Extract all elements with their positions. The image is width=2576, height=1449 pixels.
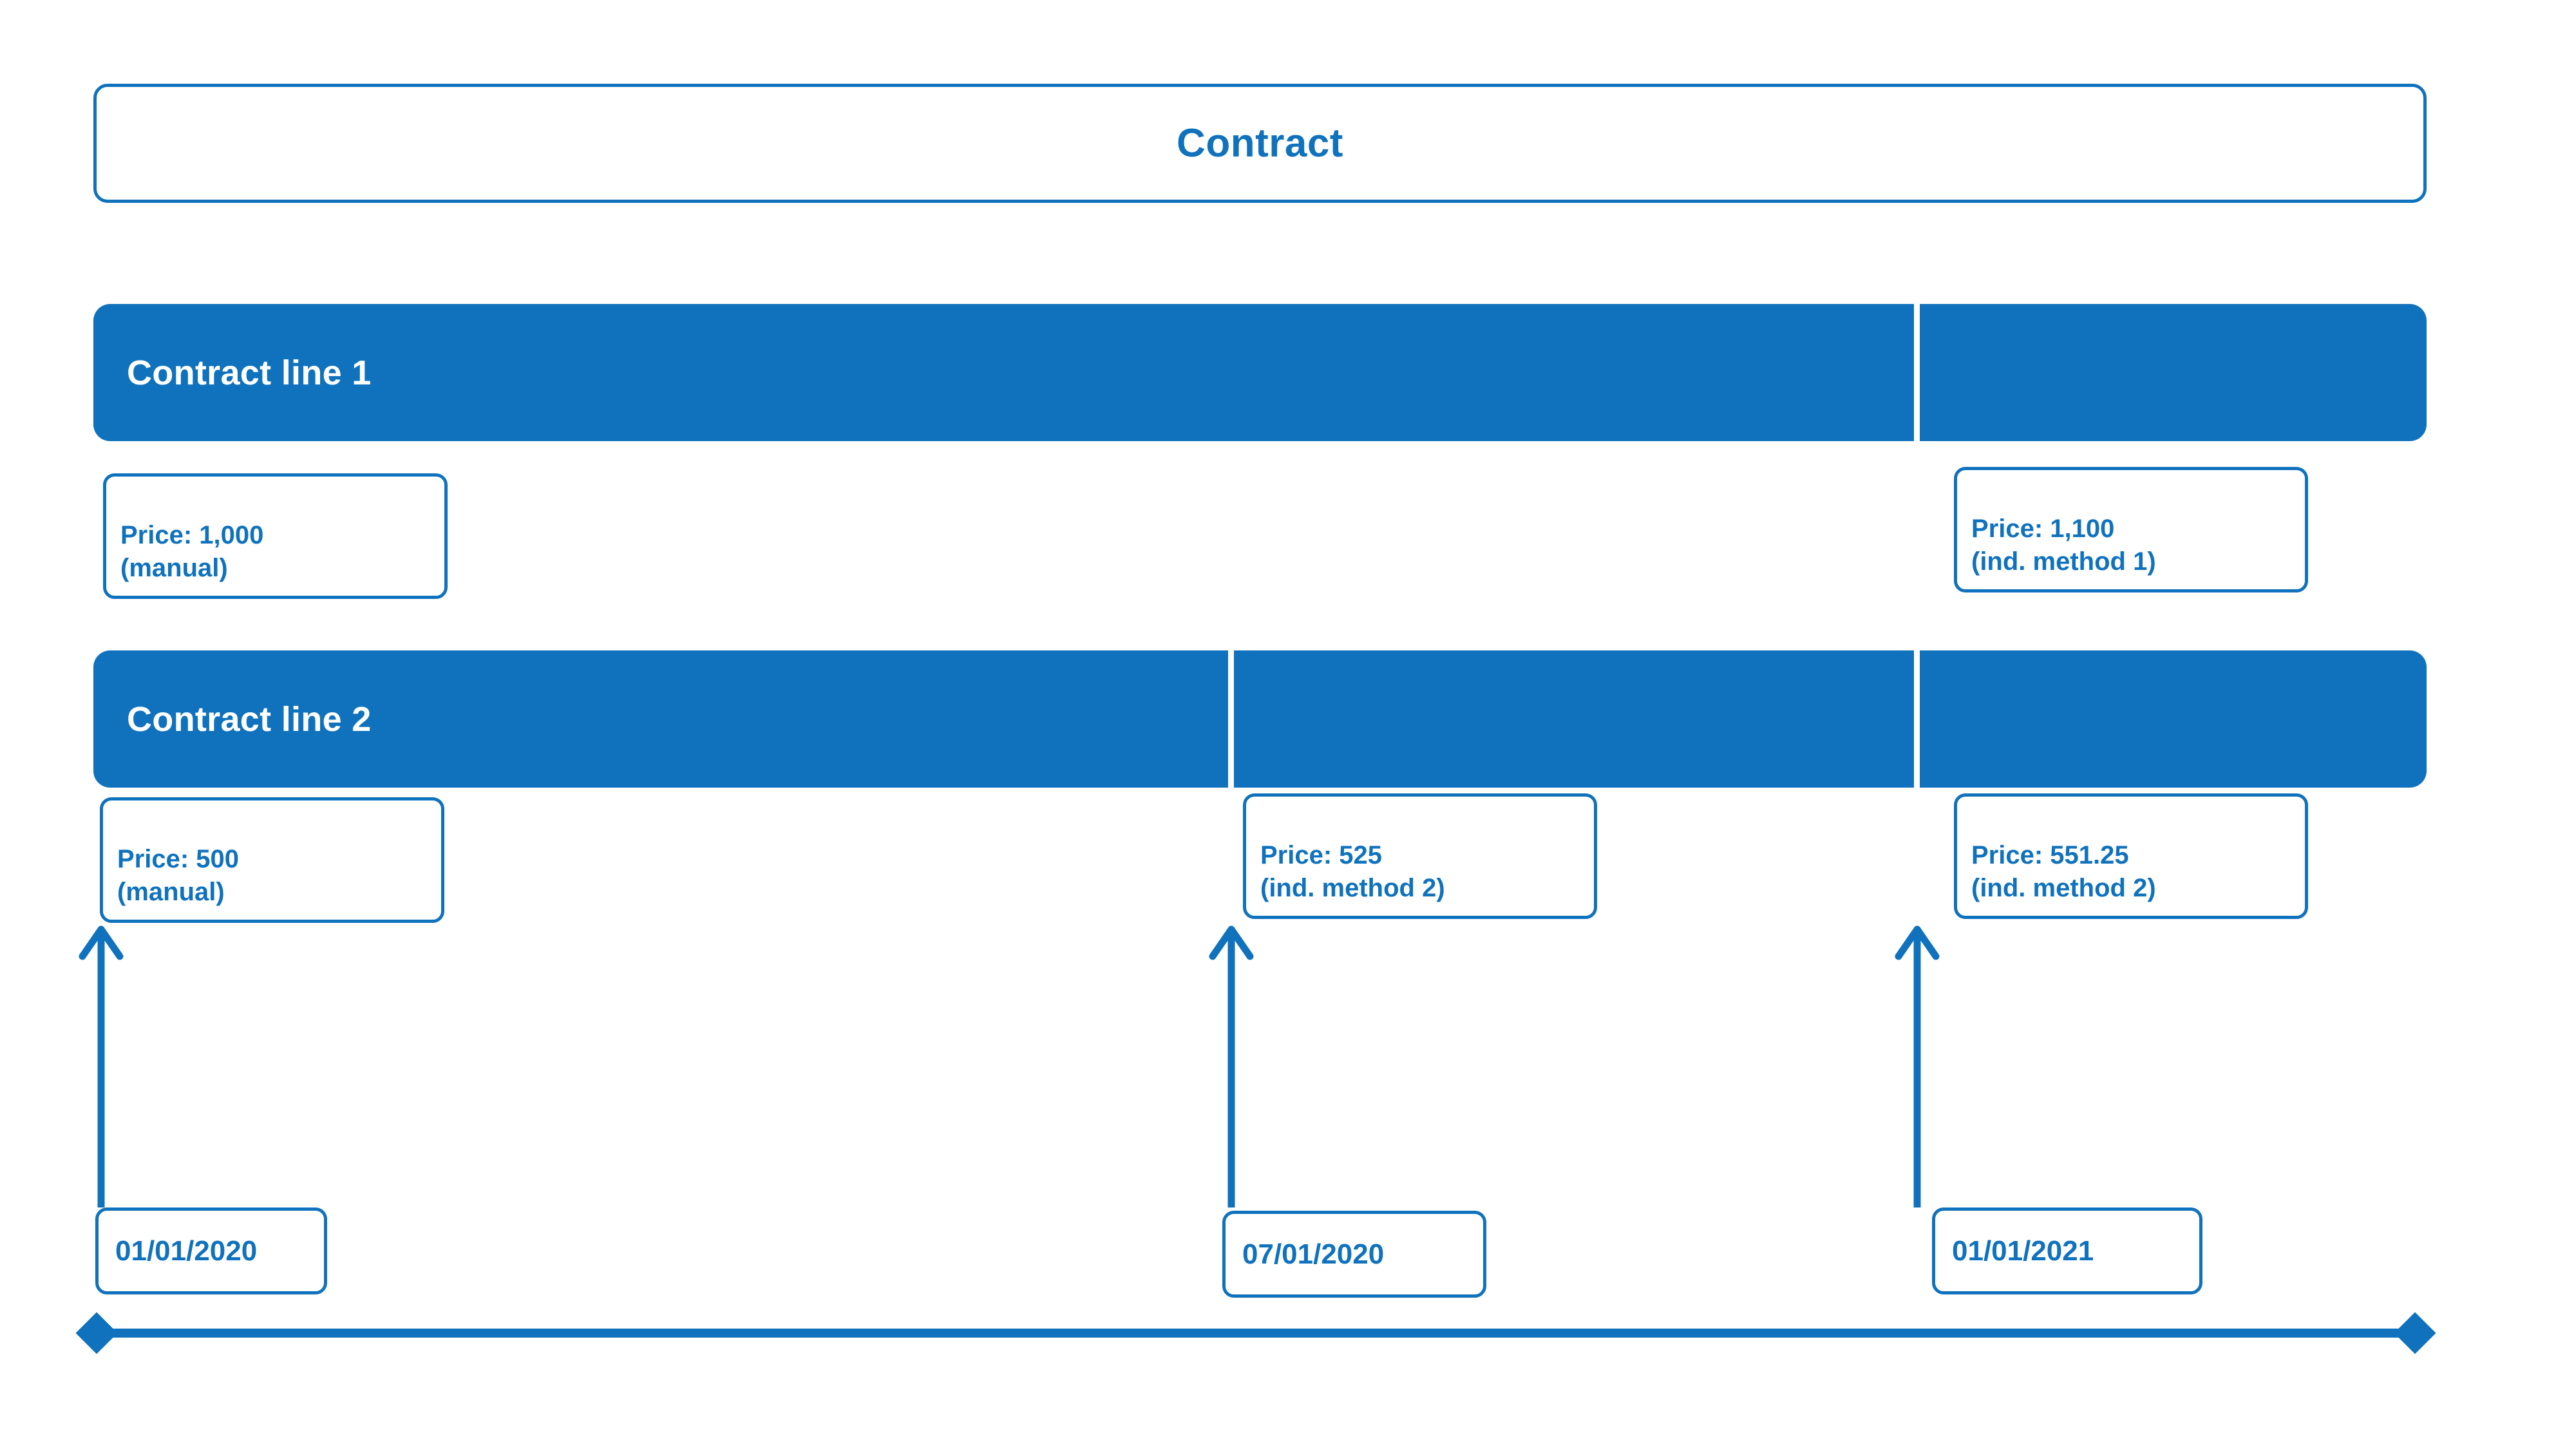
price-callout-line1-indexed-text: Price: 1,100 (ind. method 1) (1971, 515, 2156, 576)
timeline-date-1-text: 01/01/2020 (115, 1235, 258, 1267)
timeline-date-box-2: 07/01/2020 (1222, 1211, 1486, 1298)
price-callout-line2-final: Price: 551.25 (ind. method 2) (1954, 793, 2308, 920)
timeline-start-diamond-icon (75, 1312, 118, 1354)
timeline-arrow-3-icon (1895, 925, 1940, 1208)
contract-line-2-segment-2 (1234, 650, 1914, 788)
contract-line-2-bar: Contract line 2 (93, 650, 2427, 788)
price-callout-line2-mid: Price: 525 (ind. method 2) (1243, 793, 1597, 920)
price-callout-line1-initial: Price: 1,000 (manual) (103, 473, 448, 600)
contract-line-2-segment-1 (93, 650, 1228, 788)
contract-line-2-segment-3 (1920, 650, 2427, 788)
contract-line-1-bar: Contract line 1 (93, 304, 2427, 441)
contract-title: Contract (1177, 121, 1343, 166)
timeline-end-diamond-icon (2394, 1312, 2436, 1354)
price-callout-line2-final-text: Price: 551.25 (ind. method 2) (1971, 841, 2156, 902)
price-callout-line2-initial: Price: 500 (manual) (100, 797, 444, 923)
timeline-arrow-2-icon (1209, 925, 1254, 1208)
timeline-date-2-text: 07/01/2020 (1242, 1238, 1385, 1270)
contract-line-1-label: Contract line 1 (127, 353, 372, 392)
contract-line-1-segment-2 (1920, 304, 2427, 441)
timeline-date-box-1: 01/01/2020 (95, 1208, 327, 1294)
timeline-date-box-3: 01/01/2021 (1932, 1208, 2202, 1294)
contract-line-1-segment-1 (93, 304, 1914, 441)
contract-container-box: Contract (93, 84, 2427, 203)
timeline-date-3-text: 01/01/2021 (1952, 1235, 2094, 1267)
timeline-arrow-1-icon (79, 925, 124, 1208)
price-callout-line2-mid-text: Price: 525 (ind. method 2) (1260, 841, 1445, 902)
price-callout-line2-initial-text: Price: 500 (manual) (117, 845, 240, 906)
timeline-axis (97, 1329, 2415, 1338)
price-callout-line1-indexed: Price: 1,100 (ind. method 1) (1954, 467, 2308, 593)
price-callout-line1-initial-text: Price: 1,000 (manual) (120, 521, 264, 582)
contract-line-2-label: Contract line 2 (127, 699, 372, 739)
